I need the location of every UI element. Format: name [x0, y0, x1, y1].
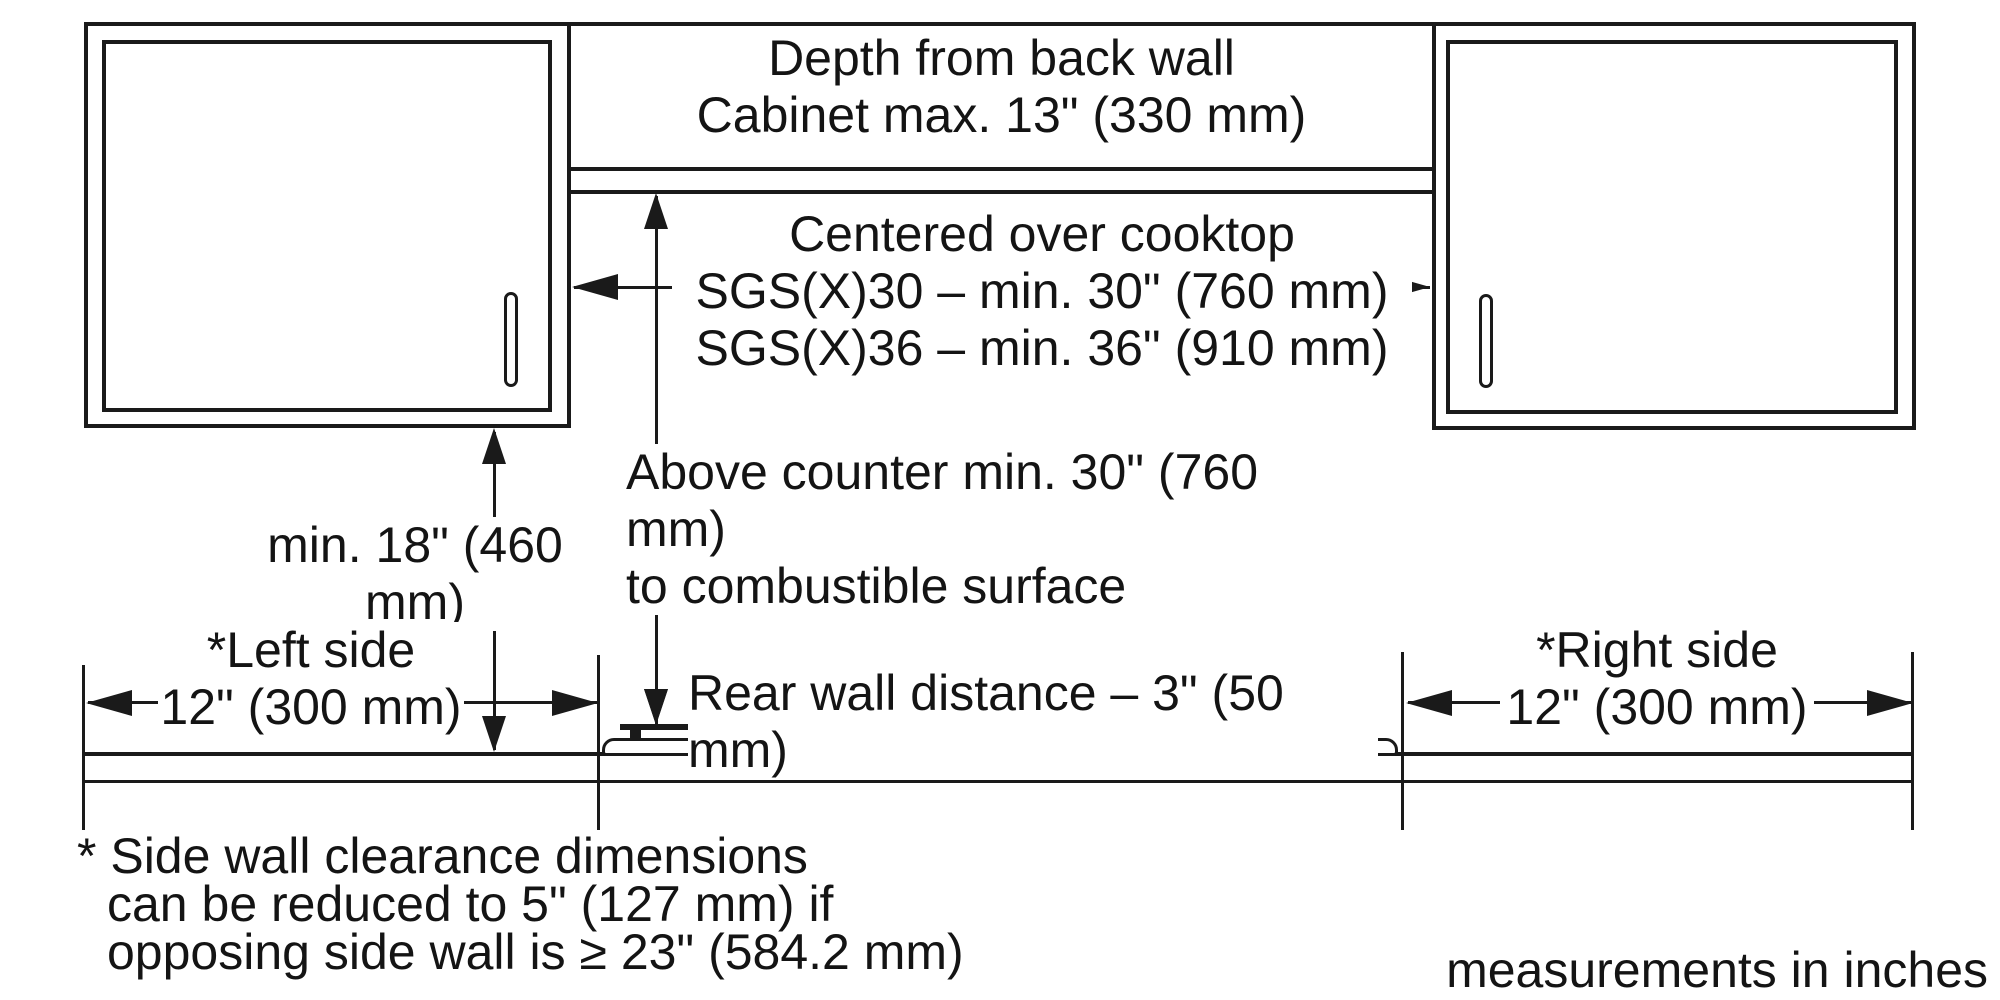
soffit-strip-bottom-line: [571, 190, 1432, 194]
left-cabinet-handle: [504, 292, 518, 387]
right-side-left-arrow-icon: [1406, 690, 1452, 716]
footnote-line-1: * Side wall clearance dimensions: [77, 828, 808, 884]
left-side-left-arrow-icon: [86, 690, 132, 716]
extension-line-left-inner: [597, 655, 600, 830]
extension-line-right-end: [1911, 652, 1914, 830]
centered-over-cooktop-label: Centered over cooktop SGS(X)30 – min. 30…: [672, 206, 1412, 377]
right-cabinet-handle: [1479, 294, 1493, 388]
side-wall-footnote: * Side wall clearance dimensions can be …: [77, 828, 1037, 980]
centered-dimension-left-arrow-icon: [572, 274, 618, 300]
min18-down-arrow-icon: [482, 716, 506, 752]
left-side-clearance-label: *Left side 12" (300 mm): [158, 622, 464, 736]
soffit-strip-top-line: [571, 167, 1432, 171]
above-counter-label: Above counter min. 30" (760 mm) to combu…: [626, 444, 1356, 615]
footnote-line-2: can be reduced to 5" (127 mm) if: [107, 876, 834, 932]
back-wall-top-line: [84, 22, 1916, 26]
extension-line-right-inner: [1401, 652, 1404, 830]
rear-wall-distance-label: Rear wall distance – 3" (50 mm): [688, 665, 1378, 779]
left-side-right-arrow-icon: [552, 690, 598, 716]
right-cabinet-door: [1446, 40, 1898, 414]
cooktop-grate-foot: [630, 729, 641, 741]
extension-line-left-end: [82, 665, 85, 830]
left-cabinet-door: [102, 40, 552, 412]
min18-up-arrow-icon: [482, 428, 506, 464]
min-18-label: min. 18" (460 mm): [222, 517, 608, 631]
above-counter-down-arrow-tip-icon: [644, 689, 668, 725]
above-counter-up-arrow-icon: [644, 193, 668, 229]
countertop-front-line: [84, 780, 1913, 783]
right-side-clearance-label: *Right side 12" (300 mm): [1500, 622, 1814, 736]
depth-from-back-wall-label: Depth from back wall Cabinet max. 13" (3…: [696, 30, 1307, 143]
footnote-line-3: opposing side wall is ≥ 23" (584.2 mm): [107, 924, 964, 980]
units-note: measurements in inches (mm): [1446, 942, 1988, 1000]
right-side-right-arrow-icon: [1867, 690, 1913, 716]
